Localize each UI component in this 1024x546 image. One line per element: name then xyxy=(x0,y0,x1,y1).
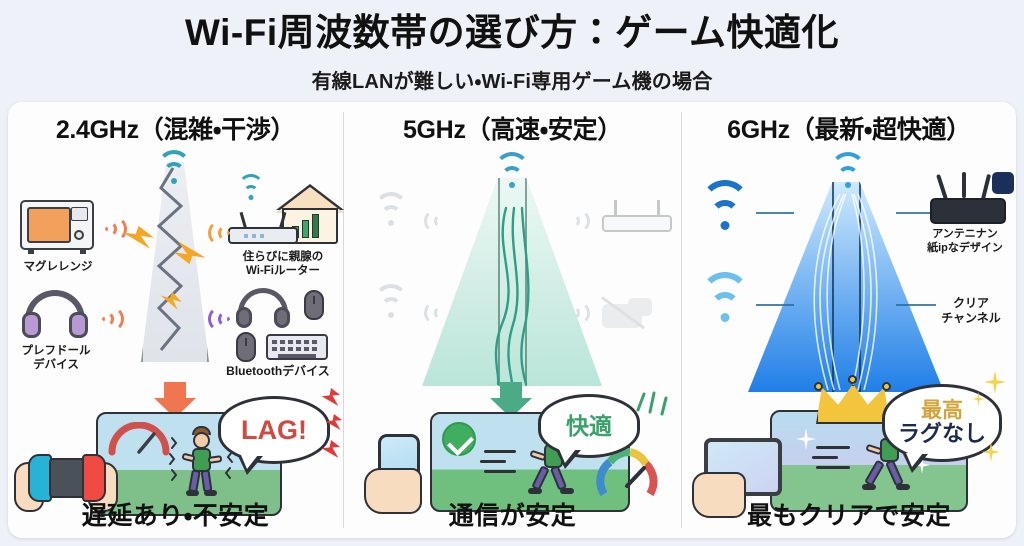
panel-6ghz-caption: 最もクリアで安定 xyxy=(746,502,951,530)
neighbor-router-icon xyxy=(228,211,298,244)
bluetooth-mouse-icon xyxy=(304,290,324,320)
clear-channel-label: クリア チャンネル xyxy=(941,296,1001,325)
bluetooth-headphone-icon xyxy=(236,288,290,328)
lagging-character xyxy=(180,426,226,504)
panel-5ghz-illustration: 快適 xyxy=(344,144,681,514)
headphone-label: プレフドール デバイス xyxy=(21,345,91,372)
neighbor-router-label: 住らびに親腺の Wi-Fiルーター xyxy=(242,251,324,278)
bluetooth-devices-label: Bluetoothデバイス xyxy=(226,364,330,378)
header: Wi-Fi周波数帯の選び方：ゲーム快適化 有線LANが難しい・Wi-Fi専用ゲー… xyxy=(0,0,1024,98)
weak-signal-arcs-icon xyxy=(422,298,448,328)
panel-5ghz-title: 5GHz（高速・安定） xyxy=(402,116,623,144)
antenna-design-label: アンテニナン 紙ipなデザイン xyxy=(927,228,1003,254)
weak-signal-arcs-icon xyxy=(422,206,448,236)
interference-arcs-icon xyxy=(204,216,234,250)
panel-24ghz-title: 2.4GHz（混雑・干渉） xyxy=(55,116,296,144)
lightning-bolt-icon xyxy=(321,388,340,406)
wifi-signal-icon xyxy=(374,284,408,318)
panel-6ghz-title: 6GHz（最新・超快適） xyxy=(727,116,971,144)
wifi-signal-icon xyxy=(157,150,191,184)
interference-arcs-icon xyxy=(101,212,131,246)
panel-24ghz-illustration: マグレレンジ プレフドール デバイス xyxy=(8,144,344,516)
gaming-router-icon xyxy=(930,168,1014,224)
microwave-icon xyxy=(20,200,94,254)
leader-line xyxy=(896,212,936,214)
weak-signal-arcs-icon xyxy=(566,206,592,236)
best-no-lag-speech-bubble: 最高 ラグなし xyxy=(882,384,1002,473)
bluetooth-arcs-icon xyxy=(204,302,234,336)
microwave-label: マグレレンジ xyxy=(23,261,93,273)
check-icon xyxy=(442,422,476,456)
distant-router-icon xyxy=(602,200,672,232)
leader-line xyxy=(756,304,794,306)
wifi-signal-icon xyxy=(700,272,750,322)
panel-6ghz-illustration: アンテニナン 紙ipなデザイン クリア チャンネル xyxy=(682,144,1016,518)
panel-24ghz-caption: 遅延あり・不安定 xyxy=(81,502,270,530)
leader-line xyxy=(756,212,794,214)
interference-tower-icon xyxy=(141,162,209,362)
tablet-in-hand xyxy=(690,436,786,522)
sparkle-icon xyxy=(984,370,1006,394)
bluetooth-mouse-icon xyxy=(236,332,256,362)
bluetooth-keyboard-icon xyxy=(266,334,328,360)
wifi-signal-icon xyxy=(374,192,408,226)
sparkle-lines xyxy=(636,391,668,416)
page-subtitle: 有線LANが難しい・Wi-Fi専用ゲーム機の場合 xyxy=(311,70,713,93)
panel-6ghz: 6GHz（最新・超快適） xyxy=(682,102,1016,538)
panel-divider-right xyxy=(681,112,682,528)
leader-line xyxy=(896,304,936,306)
speed-gauge-icon xyxy=(596,448,658,497)
handheld-console xyxy=(14,444,118,514)
wifi-signal-icon xyxy=(700,180,750,230)
muted-device-icon xyxy=(600,294,656,334)
page-title: Wi-Fi周波数帯の選び方：ゲーム快適化 xyxy=(185,12,839,53)
wifi-signal-icon xyxy=(830,152,866,188)
phone-in-hand xyxy=(362,434,436,520)
headphone-icon xyxy=(22,290,88,338)
signal-waves xyxy=(813,193,878,391)
comfortable-speech-bubble: 快適 xyxy=(538,394,640,469)
wifi-signal-icon xyxy=(238,174,264,200)
weak-signal-arcs-icon xyxy=(566,298,592,328)
panel-5ghz-caption: 通信が安定 xyxy=(448,502,577,530)
panel-divider-left xyxy=(343,112,344,528)
comparison-card: 2.4GHz（混雑・干渉） xyxy=(8,102,1016,538)
wifi-signal-icon xyxy=(494,152,530,188)
panel-24ghz: 2.4GHz（混雑・干渉） xyxy=(8,102,344,538)
sparkle-icon xyxy=(796,428,816,450)
panel-5ghz: 5GHz（高速・安定） xyxy=(344,102,681,538)
lag-speech-bubble: LAG! xyxy=(218,396,330,475)
interference-arcs-icon xyxy=(98,302,128,336)
signal-waves xyxy=(494,206,530,386)
